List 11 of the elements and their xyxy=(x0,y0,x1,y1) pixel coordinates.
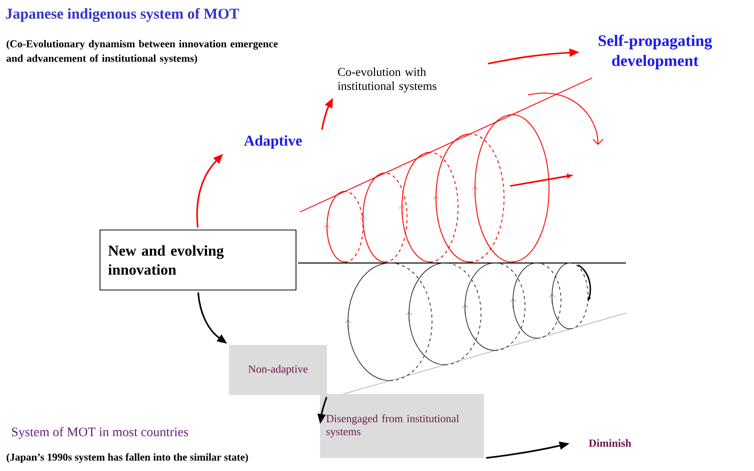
stage-box: Non-adaptive xyxy=(229,345,327,395)
stage-label: Self-propagating development xyxy=(598,34,712,70)
title: Japanese indigenous system of MOT xyxy=(6,8,240,22)
stage-label: Diminish xyxy=(588,439,632,447)
note: (Japan’s 1990s system has fallen into the similar state) xyxy=(6,453,248,463)
stage-box: Disengaged from institutional systems xyxy=(320,394,484,458)
stage-label: Co-evolution with institutional systems xyxy=(338,68,436,92)
caption-heading: System of MOT in most countries xyxy=(12,427,188,439)
subtitle: (Co-Evolutionary dynamism between innovation emergence and advancement of institutional systems) xyxy=(6,40,278,64)
stage-label: Adaptive xyxy=(244,135,302,149)
innovation-box: New and evolving innovation xyxy=(100,230,296,290)
